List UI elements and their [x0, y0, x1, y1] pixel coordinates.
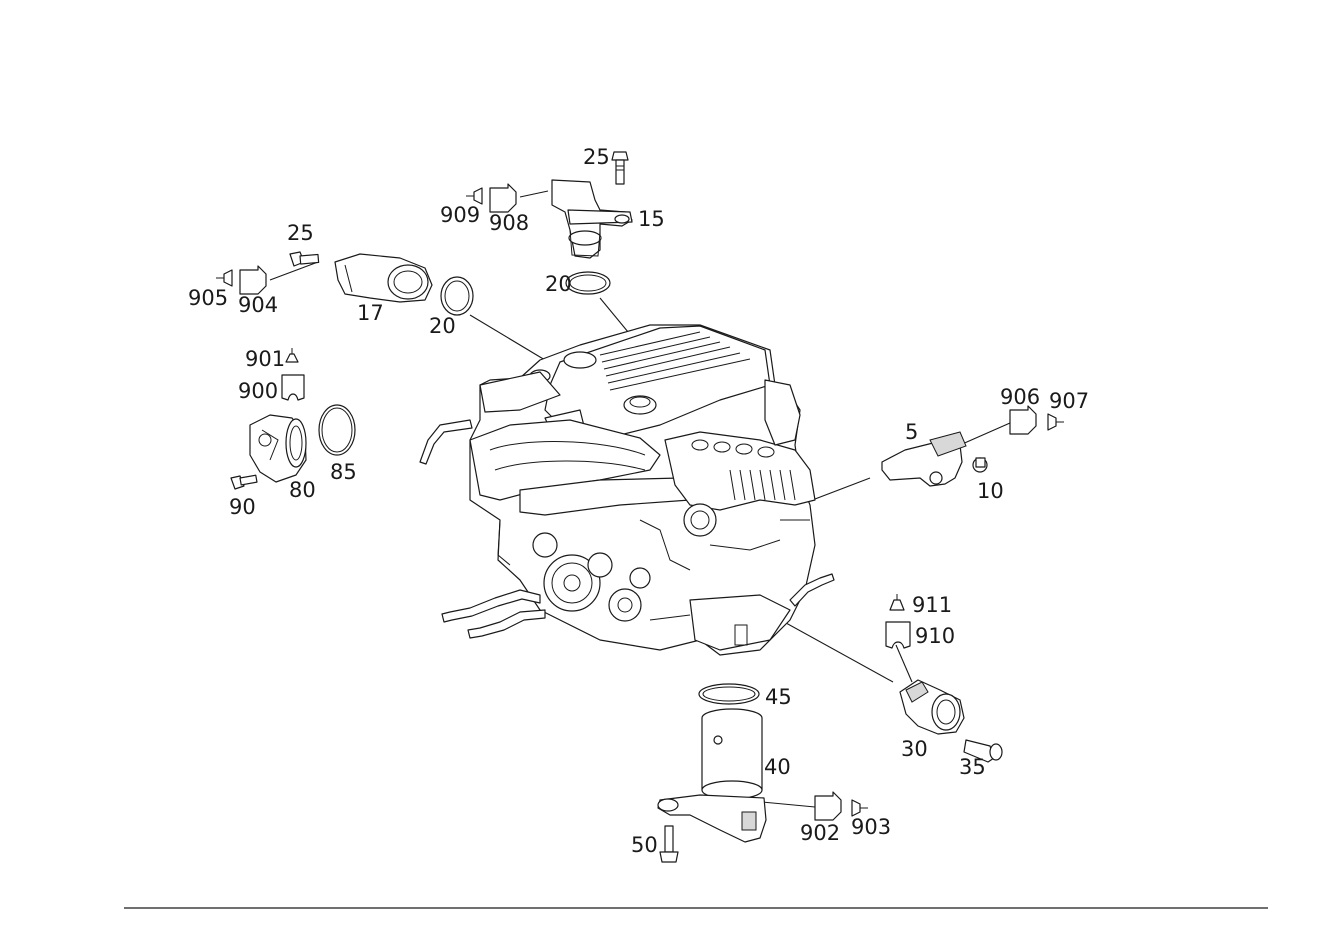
- callout-905: 905: [188, 286, 228, 310]
- oil-filter-40: [657, 708, 767, 843]
- callout-15: 15: [638, 207, 665, 231]
- sensor-30: [899, 679, 965, 735]
- callout-903: 903: [851, 815, 891, 839]
- throttle-body: [683, 503, 717, 537]
- connector-908: [489, 183, 517, 213]
- callout-40: 40: [764, 755, 791, 779]
- seal-911: [889, 594, 905, 611]
- connector-904: [239, 265, 267, 295]
- callout-80: 80: [289, 478, 316, 502]
- callout-908: 908: [489, 211, 529, 235]
- valve-cover-ribs: [599, 331, 751, 391]
- bolt-25-left: [289, 251, 320, 267]
- lower-hose-2: [467, 609, 546, 639]
- callout-906: 906: [1000, 385, 1040, 409]
- callout-25-left: 25: [287, 221, 314, 245]
- manifold-runners: [691, 439, 775, 458]
- callout-labels: 25 909 908 15 20 25 905 904 17 20 901 90…: [188, 145, 1089, 857]
- callout-20-left: 20: [429, 314, 456, 338]
- callout-904: 904: [238, 293, 278, 317]
- tensioner-pulley: [587, 552, 613, 578]
- callout-90: 90: [229, 495, 256, 519]
- coolant-outlet-17: [334, 253, 433, 303]
- callout-45: 45: [765, 685, 792, 709]
- water-pump-80: [249, 414, 307, 483]
- bolt-90: [230, 474, 258, 490]
- alternator-pulley: [608, 588, 642, 622]
- breather-cap: [563, 351, 597, 369]
- callout-5: 5: [905, 420, 918, 444]
- callout-10: 10: [977, 479, 1004, 503]
- callout-901: 901: [245, 347, 285, 371]
- bolt-25-top: [611, 151, 629, 185]
- callout-911: 911: [912, 593, 952, 617]
- oil-pan: [689, 594, 791, 651]
- connector-906: [1009, 405, 1037, 435]
- callout-85: 85: [330, 460, 357, 484]
- seal-905: [216, 269, 233, 287]
- engine-assembly: [419, 324, 835, 656]
- connector-900: [281, 374, 305, 401]
- callout-50: 50: [631, 833, 658, 857]
- lower-hose-1: [441, 589, 541, 623]
- o-ring-20-top: [565, 271, 611, 295]
- oil-filler-cap: [623, 395, 657, 415]
- breather-hose: [419, 419, 473, 465]
- bolt-50: [659, 825, 679, 863]
- o-ring-45: [698, 683, 760, 705]
- seal-903: [851, 799, 868, 817]
- callout-20-top: 20: [545, 272, 572, 296]
- seal-909: [466, 187, 483, 205]
- intake-duct: [469, 419, 661, 501]
- callout-902: 902: [800, 821, 840, 845]
- o-ring-20-left: [440, 276, 474, 316]
- manifold-fins: [729, 469, 796, 501]
- callout-910: 910: [915, 624, 955, 648]
- callout-25-top: 25: [583, 145, 610, 169]
- callout-35: 35: [959, 755, 986, 779]
- callout-909: 909: [440, 203, 480, 227]
- callout-907: 907: [1049, 389, 1089, 413]
- gasket-85: [318, 404, 356, 456]
- connector-902: [814, 791, 842, 821]
- bolt-10: [972, 457, 988, 473]
- connector-910: [885, 621, 911, 649]
- seal-907: [1047, 413, 1064, 431]
- callout-900: 900: [238, 379, 278, 403]
- seal-901: [285, 348, 299, 363]
- sensor-5: [881, 431, 967, 487]
- camshaft-sensor-15: [551, 179, 633, 259]
- bolt-35: [963, 739, 1003, 763]
- callout-17: 17: [357, 301, 384, 325]
- callout-30: 30: [901, 737, 928, 761]
